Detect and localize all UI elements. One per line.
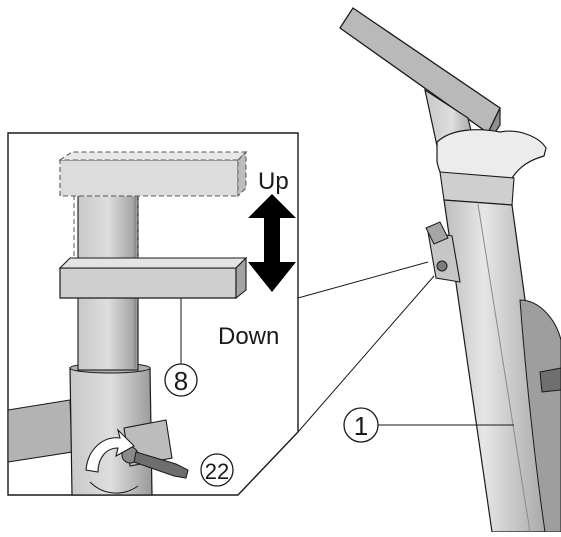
bar-down	[58, 256, 248, 300]
rotation-arrow	[85, 428, 135, 473]
rotation-arrow-tail	[89, 481, 139, 494]
bolt-right	[539, 367, 561, 393]
callout-22-circle	[200, 453, 234, 487]
leader-line-top	[297, 261, 429, 299]
callout-8-label: 8	[174, 366, 188, 396]
callout-1-label: 1	[354, 411, 368, 441]
frame-shadow	[519, 299, 561, 533]
leader-line-bottom	[297, 275, 435, 433]
callout-22-label: 22	[205, 459, 229, 484]
callout-1: 1	[343, 407, 514, 443]
callout-8-circle	[164, 363, 198, 397]
frame-crossbar	[7, 399, 73, 463]
label-down: Down	[218, 323, 279, 350]
upper-bar	[339, 7, 501, 134]
label-up: Up	[258, 168, 289, 195]
clamp-lever	[121, 419, 189, 479]
up-down-arrow	[248, 194, 296, 292]
bracket-bolt	[436, 260, 448, 272]
bracket-tab	[425, 221, 449, 245]
main-frame-group	[339, 7, 561, 533]
ghost-bar-up	[58, 150, 248, 198]
detail-inset: Up Down 8 22	[7, 132, 299, 496]
tube-highlight	[477, 203, 531, 533]
